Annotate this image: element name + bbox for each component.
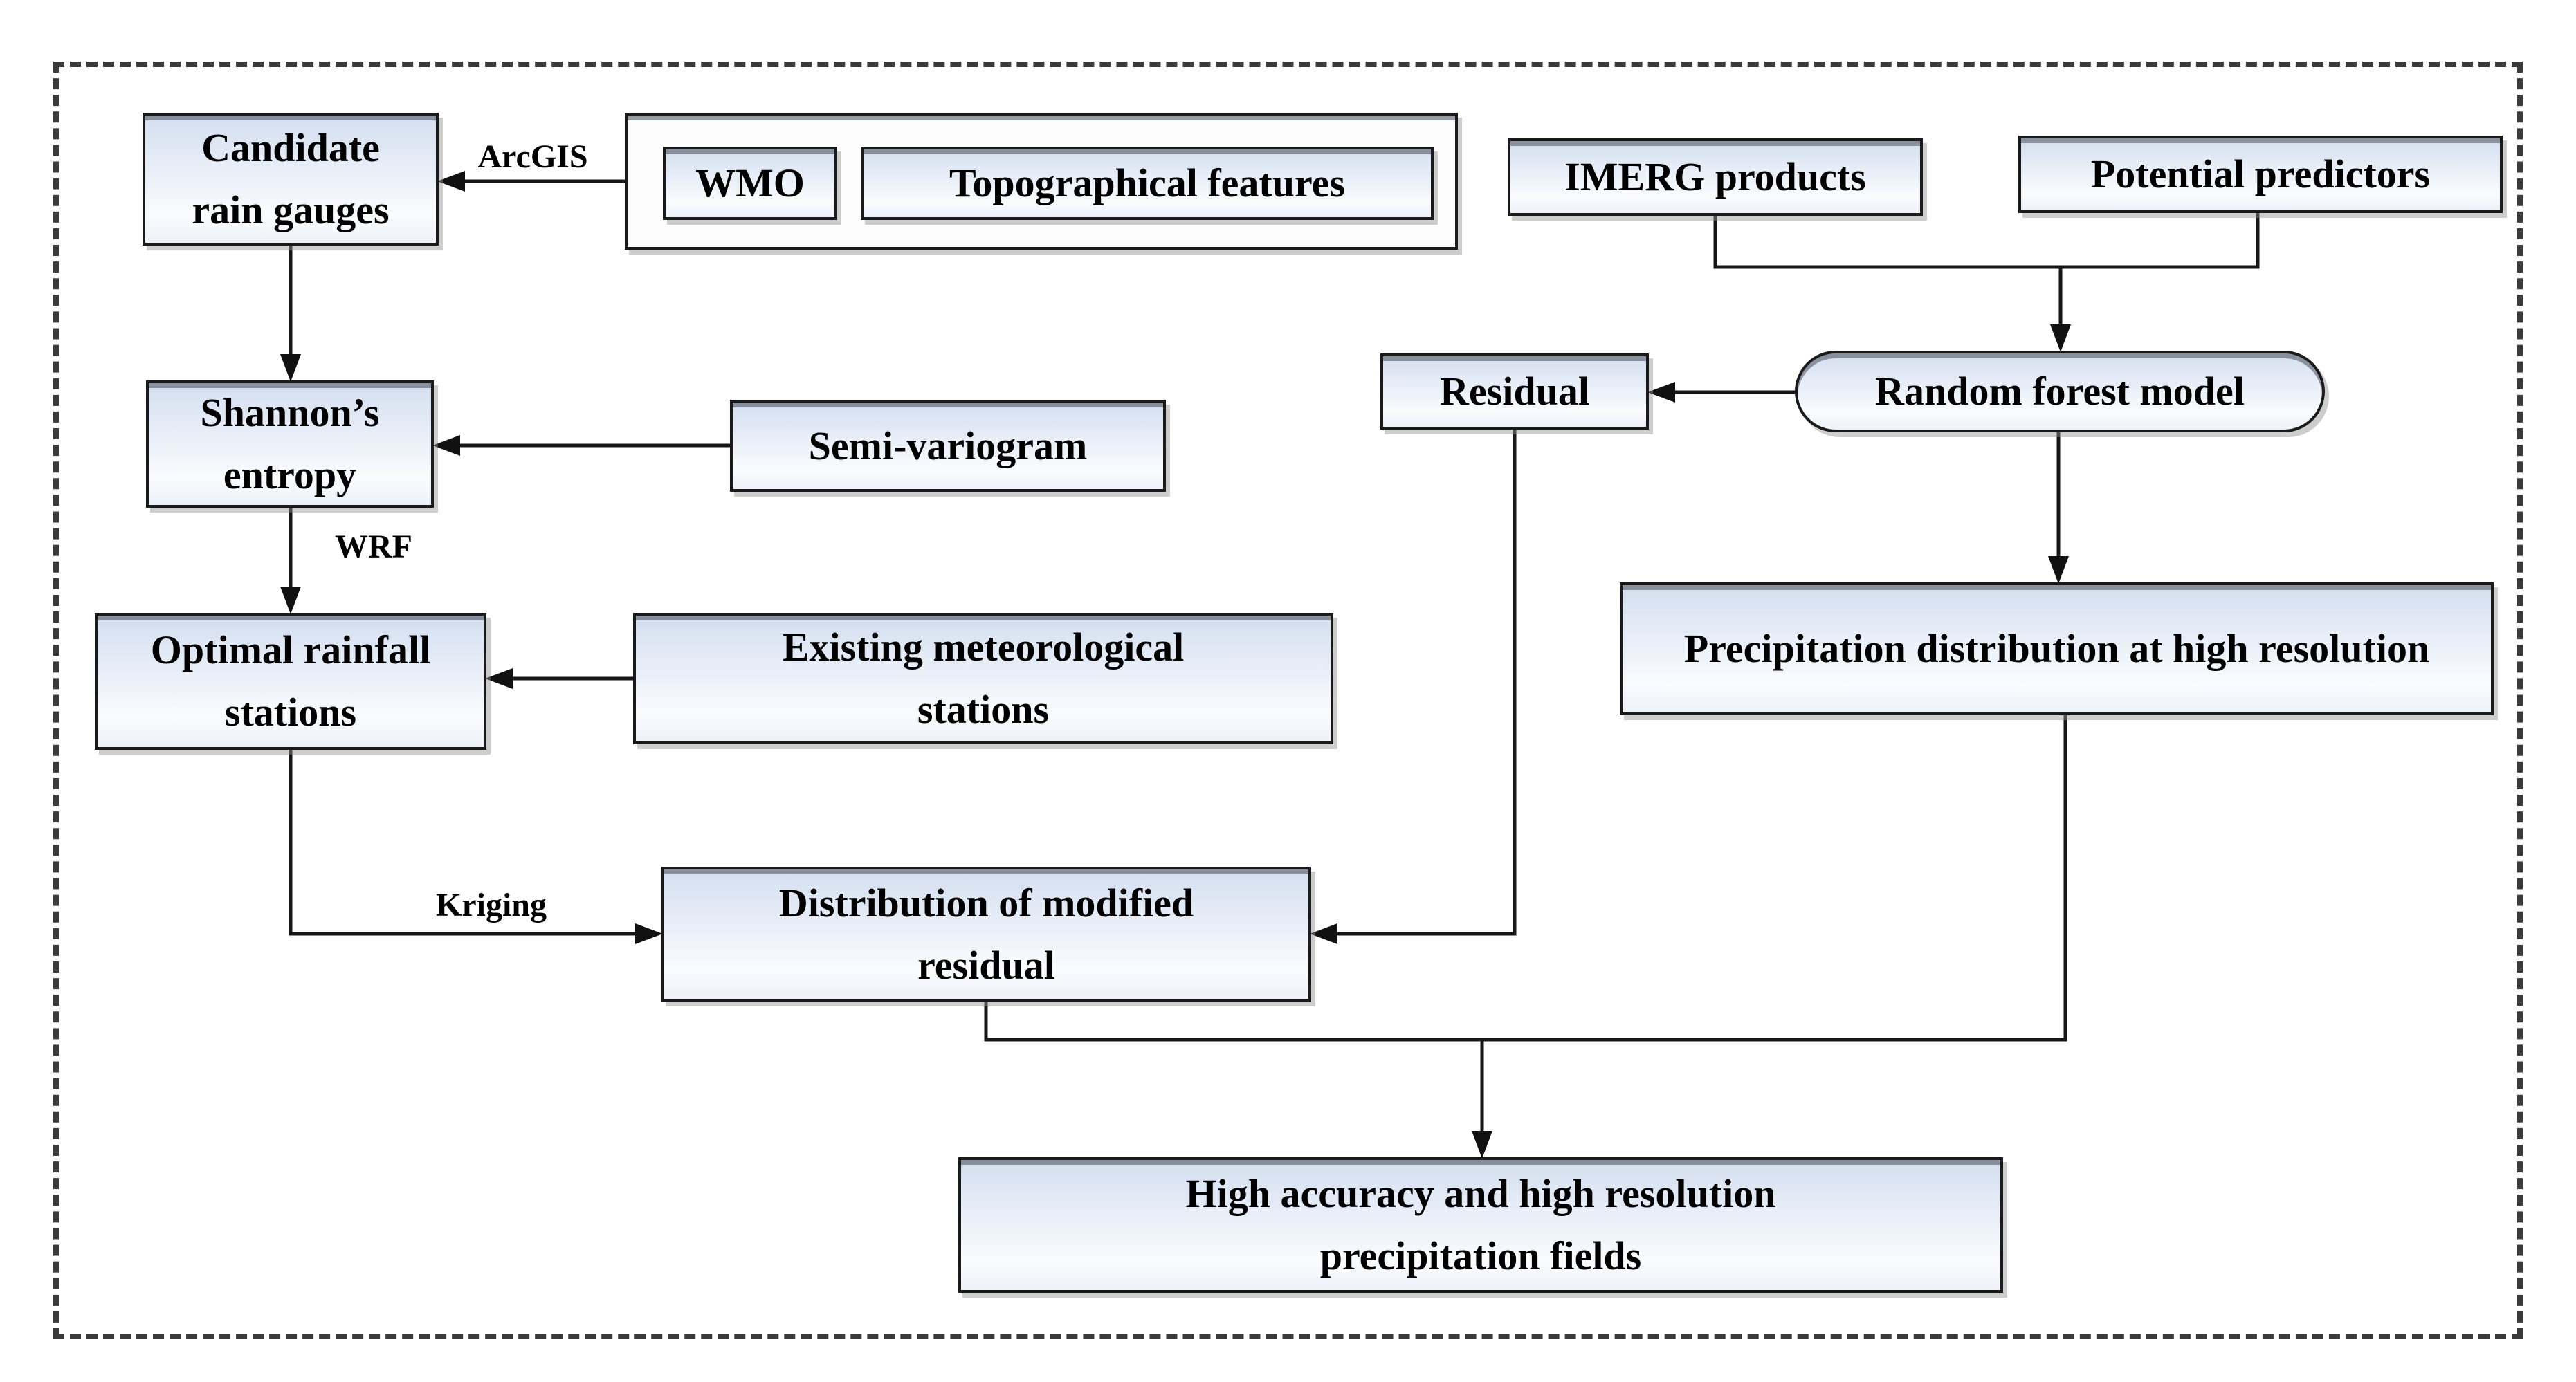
node-high-accuracy-precipitation-fields: High accuracy and high resolution precip… [958,1157,2003,1293]
node-label: Potential predictors [2090,151,2431,197]
edge-label-wrf: WRF [335,528,412,565]
arrow-optimal-to-distribution-kriging [289,750,663,944]
edge-label-arcgis: ArcGIS [477,138,588,175]
node-candidate-rain-gauges: Candidate rain gauges [143,113,439,246]
node-shannons-entropy: Shannon’s entropy [146,380,434,508]
node-label: WMO [695,160,805,206]
node-label: IMERG products [1564,154,1866,200]
node-existing-meteorological-stations: Existing meteorological stations [633,613,1333,744]
node-precipitation-distribution-high-resolution: Precipitation distribution at high resol… [1620,582,2494,715]
node-wmo: WMO [663,147,837,220]
node-label: Candidate rain gauges [192,125,390,232]
node-semi-variogram: Semi-variogram [730,400,1166,492]
node-label: Residual [1440,369,1589,414]
node-topographical-features: Topographical features [861,147,1434,220]
dashed-frame [53,62,2523,1339]
line-imerg-potential-merge [1713,213,2260,269]
node-residual: Residual [1380,353,1649,430]
node-potential-predictors: Potential predictors [2018,136,2503,213]
node-label: Existing meteorological stations [782,625,1185,732]
node-label: Semi-variogram [808,423,1088,468]
node-label: Distribution of modified residual [778,880,1194,988]
edge-label-kriging: Kriging [435,886,547,923]
node-label: Random forest model [1875,369,2245,414]
node-label: Topographical features [949,160,1345,206]
node-random-forest-model: Random forest model [1795,351,2325,432]
node-label: Shannon’s entropy [200,390,380,497]
node-label: Optimal rainfall stations [150,627,431,735]
node-label: Precipitation distribution at high resol… [1683,626,2430,672]
node-distribution-of-modified-residual: Distribution of modified residual [661,867,1311,1002]
node-imerg-products: IMERG products [1508,138,1923,216]
line-distribution-precipitation-merge [984,715,2067,1042]
node-label: High accuracy and high resolution precip… [1185,1171,1776,1278]
arrow-residual-to-distribution [1310,430,1517,944]
node-optimal-rainfall-stations: Optimal rainfall stations [95,613,486,750]
